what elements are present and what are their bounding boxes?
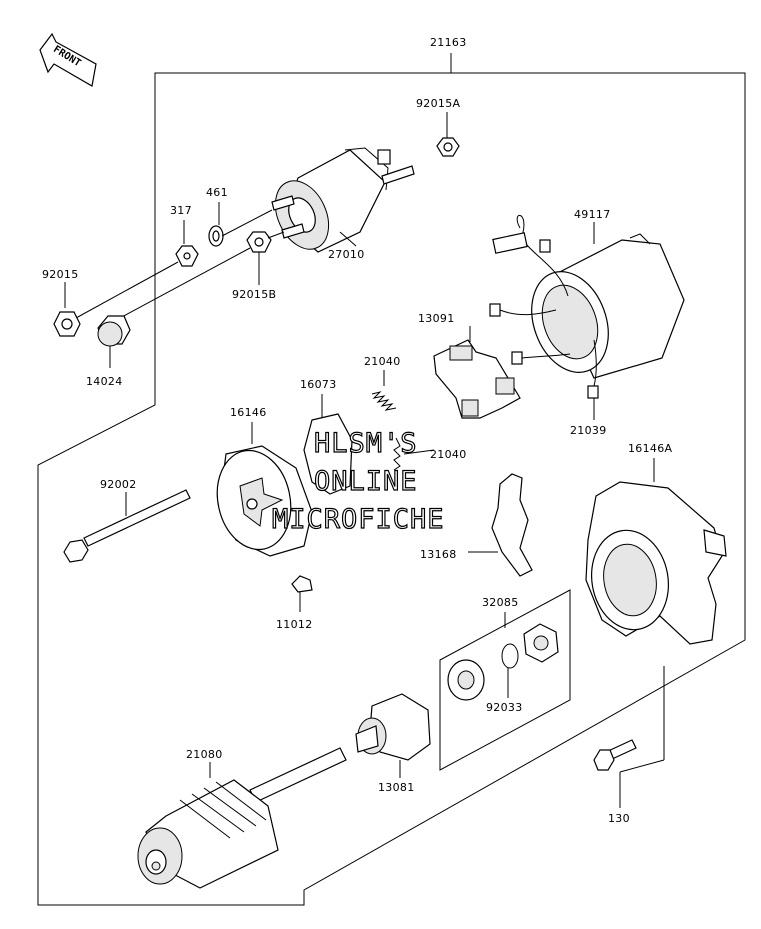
label-14024[interactable]: 14024 [86, 375, 123, 388]
bolt-92002 [63, 489, 191, 563]
label-92002[interactable]: 92002 [100, 478, 137, 491]
watermark-line-2: ONLINE [314, 466, 418, 497]
label-13081[interactable]: 13081 [378, 781, 415, 794]
part-labels: 21163 92015A 461 317 27010 49117 92015 9… [42, 36, 672, 825]
label-92015[interactable]: 92015 [42, 268, 79, 281]
label-13091[interactable]: 13091 [418, 312, 455, 325]
end-frame-16146 [216, 422, 313, 557]
label-13168[interactable]: 13168 [420, 548, 457, 561]
brush-holder-13091 [433, 326, 521, 419]
label-49117[interactable]: 49117 [574, 208, 611, 221]
label-21039[interactable]: 21039 [570, 424, 607, 437]
label-92033[interactable]: 92033 [486, 701, 523, 714]
label-21040-a[interactable]: 21040 [364, 355, 401, 368]
watermark-line-3: MICROFICHE [272, 504, 445, 535]
spring-21040-a [371, 370, 397, 411]
housing-16146A [585, 458, 727, 645]
label-461[interactable]: 461 [206, 186, 228, 199]
label-92015B[interactable]: 92015B [232, 288, 276, 301]
nut-92015B [119, 231, 285, 319]
clutch-kit-32085 [439, 589, 571, 771]
spring-21040-b [393, 437, 401, 471]
label-32085[interactable]: 32085 [482, 596, 519, 609]
label-16146A[interactable]: 16146A [628, 442, 672, 455]
cap-14024 [97, 315, 131, 368]
nut-92015 [53, 282, 81, 337]
label-16146[interactable]: 16146 [230, 406, 267, 419]
label-27010[interactable]: 27010 [328, 248, 365, 261]
washer-461 [208, 202, 273, 247]
plate-16073 [303, 394, 353, 495]
pinion-13081 [355, 693, 431, 778]
grommet-11012 [291, 575, 313, 612]
label-130[interactable]: 130 [608, 812, 630, 825]
leader-lines [339, 222, 595, 455]
label-11012[interactable]: 11012 [276, 618, 313, 631]
label-21080[interactable]: 21080 [186, 748, 223, 761]
yoke-49117 [489, 214, 685, 420]
assembly-boundary [37, 53, 746, 906]
solenoid-27010 [271, 147, 415, 253]
label-21040-b[interactable]: 21040 [430, 448, 467, 461]
watermark-line-1: HLSM'S [314, 428, 418, 459]
label-92015A[interactable]: 92015A [416, 97, 460, 110]
armature-21080 [137, 747, 347, 889]
label-16073[interactable]: 16073 [300, 378, 337, 391]
lever-13168 [468, 473, 533, 577]
bolt-130 [593, 666, 665, 808]
label-21163[interactable]: 21163 [430, 36, 467, 49]
label-317[interactable]: 317 [170, 204, 192, 217]
nut-317 [75, 220, 199, 319]
nut-92015A [436, 112, 460, 157]
front-arrow: FRONT [39, 32, 97, 87]
watermark: HLSM'S ONLINE MICROFICHE [271, 427, 445, 535]
